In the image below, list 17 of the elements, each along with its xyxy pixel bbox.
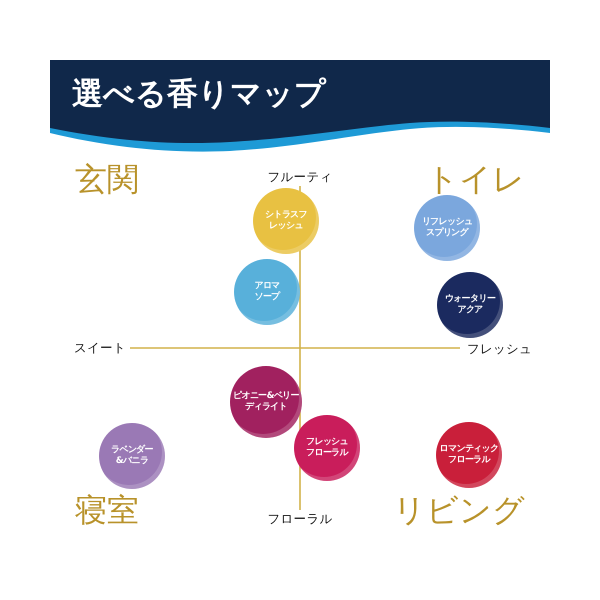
room-label: 玄関 — [75, 162, 139, 198]
axis-label: スイート — [74, 340, 126, 355]
axis-label: フレッシュ — [467, 341, 532, 356]
scent-circle: ウォータリーアクア — [437, 272, 503, 338]
scent-circle: シトラスフレッシュ — [253, 188, 319, 254]
scent-circle: アロマソープ — [234, 259, 300, 325]
scent-circle: フレッシュフローラル — [294, 415, 360, 481]
scent-circle: ピオニー&ベリーディライト — [230, 366, 302, 438]
room-label: トイレ — [426, 162, 525, 198]
title: 選べる香りマップ — [72, 77, 326, 113]
scent-circle: リフレッシュスプリング — [414, 195, 480, 261]
scent-circle: ラベンダー&バニラ — [99, 423, 165, 489]
scent-circle: ロマンティックフローラル — [436, 422, 502, 488]
room-label: 寝室 — [75, 493, 139, 528]
room-label: リビング — [393, 493, 525, 528]
axis-label: フルーティ — [268, 169, 332, 184]
axis-label: フローラル — [268, 511, 332, 526]
